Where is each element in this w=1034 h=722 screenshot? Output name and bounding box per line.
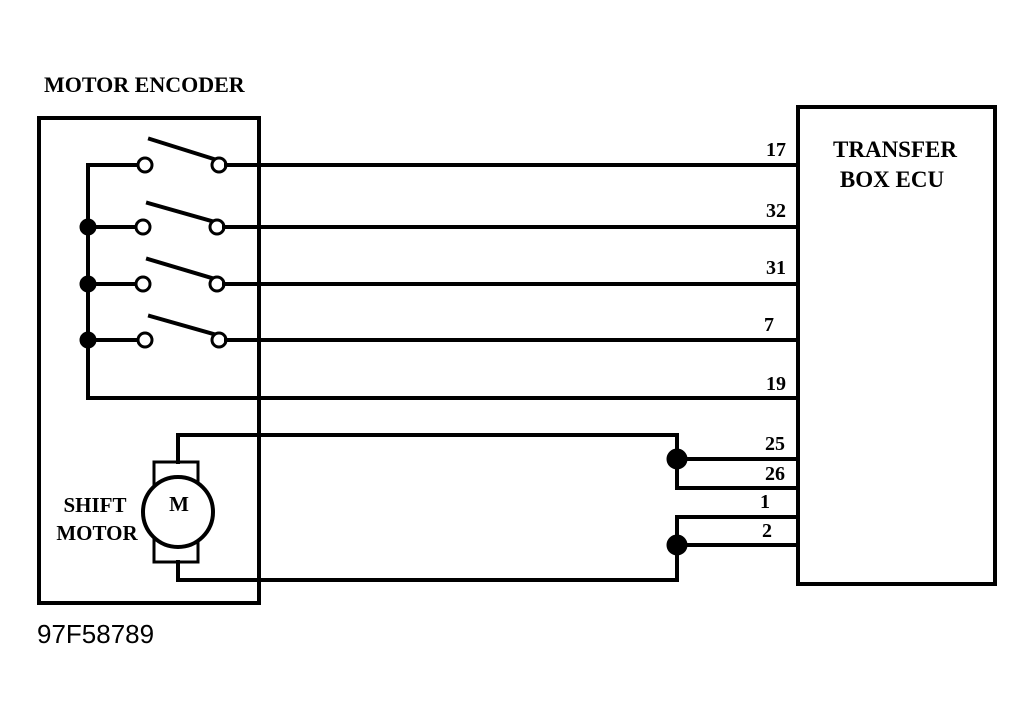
switch-4-contact-left xyxy=(136,331,154,349)
encoder-switch-1 xyxy=(136,136,228,174)
pin-label-19: 19 xyxy=(766,373,786,395)
encoder-switch-2 xyxy=(134,200,226,236)
motor-junction-bottom xyxy=(666,534,688,556)
pin-label-26: 26 xyxy=(765,463,785,485)
pin-label-2: 2 xyxy=(762,520,772,542)
switch-1-contact-left xyxy=(136,156,154,174)
shift-motor-symbol: M xyxy=(141,460,215,564)
motor-encoder-title: MOTOR ENCODER xyxy=(44,72,246,97)
motor-encoder-box xyxy=(37,116,261,605)
switch-2-blade xyxy=(145,200,218,225)
encoder-switch-4 xyxy=(136,313,228,349)
switch-3-contact-left xyxy=(134,275,152,293)
ecu-title-line2: BOX ECU xyxy=(840,167,945,192)
bus-junction-2 xyxy=(79,275,97,293)
switch-2-contact-left xyxy=(134,218,152,236)
pin-label-1: 1 xyxy=(760,491,770,513)
transfer-box-ecu-box xyxy=(796,105,997,586)
figure-id: 97F58789 xyxy=(37,619,154,649)
switch-4-contact-right xyxy=(210,331,228,349)
motor-circle xyxy=(141,475,215,549)
motor-bottom-lead-wire xyxy=(176,515,800,582)
encoder-common-bus-wire xyxy=(86,163,800,400)
switch-3-blade xyxy=(145,256,218,282)
pin-label-32: 32 xyxy=(766,200,786,222)
shift-motor-label-line2: MOTOR xyxy=(56,521,138,545)
switch-3-contact-right xyxy=(208,275,226,293)
motor-junction-top xyxy=(666,448,688,470)
motor-symbol-letter: M xyxy=(169,492,189,516)
ecu-title-line1: TRANSFER xyxy=(833,137,957,162)
bus-junction-3 xyxy=(79,331,97,349)
shift-motor-label-line1: SHIFT xyxy=(63,493,126,517)
motor-top-lead-wire xyxy=(176,433,800,490)
pin-label-7: 7 xyxy=(764,314,774,336)
switch-1-blade xyxy=(147,136,220,163)
switch-2-contact-right xyxy=(208,218,226,236)
switch-1-contact-right xyxy=(210,156,228,174)
pin-label-17: 17 xyxy=(766,139,786,161)
switch-4-blade xyxy=(147,313,220,338)
pin-label-31: 31 xyxy=(766,257,786,279)
encoder-switch-3 xyxy=(134,256,226,293)
pin-label-25: 25 xyxy=(765,433,785,455)
bus-junction-1 xyxy=(79,218,97,236)
